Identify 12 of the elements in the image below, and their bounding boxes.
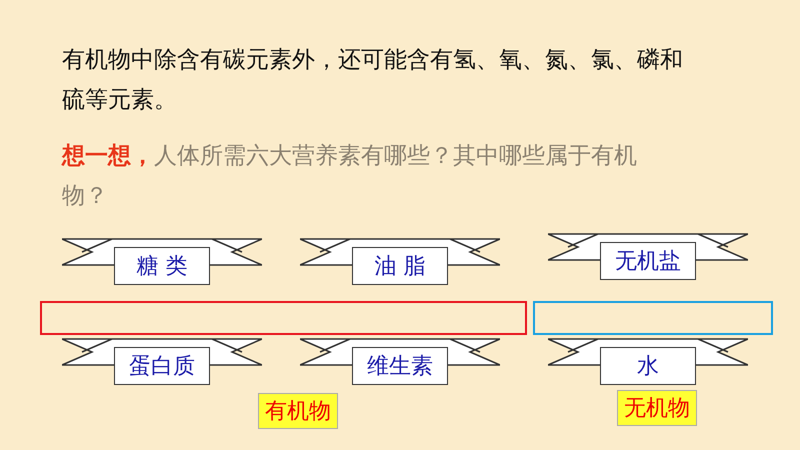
ribbon-label: 维生素 bbox=[352, 347, 448, 385]
category-tag: 无机物 bbox=[617, 390, 697, 426]
ribbon-label: 无机盐 bbox=[600, 242, 696, 280]
paragraph-text: 有机物中除含有碳元素外，还可能含有氢、氧、氮、氯、磷和硫等元素。 bbox=[62, 46, 684, 115]
ribbon-label: 水 bbox=[600, 347, 696, 385]
category-tag: 有机物 bbox=[258, 393, 338, 429]
ribbon-label: 糖 类 bbox=[114, 247, 210, 285]
ribbon-label: 蛋白质 bbox=[114, 347, 210, 385]
ribbon-label: 油 脂 bbox=[352, 247, 448, 285]
empty-answer-box bbox=[533, 301, 773, 335]
empty-answer-box bbox=[40, 301, 527, 335]
paragraph-text: 想一想，人体所需六大营养素有哪些？其中哪些属于有机物？ bbox=[62, 142, 638, 211]
